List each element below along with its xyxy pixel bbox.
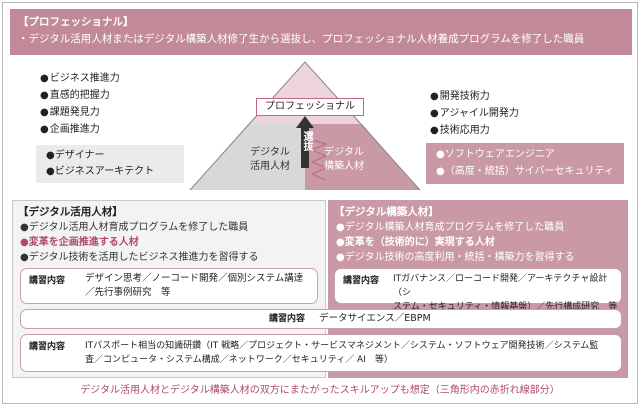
- pyramid-outline: [189, 61, 421, 191]
- footer-note: デジタル活用人材とデジタル構築人材の双方にまたがったスキルアップも想定（三角形内…: [80, 385, 560, 396]
- pyramid-left-line1: デジタル: [250, 147, 290, 158]
- left-skill-item: 直感的把握力: [40, 87, 120, 104]
- common-course-box: 講習内容 ITパスポート相当の知識研鑽（IT 戦略／プロジェクト・サービスマネジ…: [20, 334, 622, 372]
- selection-arrow: [296, 116, 314, 168]
- common-course-text: ITパスポート相当の知識研鑽（IT 戦略／プロジェクト・サービスマネジメント／シ…: [85, 339, 598, 367]
- right-panel-item: デジタル構築人材育成プログラムを修了した職員: [336, 220, 575, 235]
- professional-desc: ・デジタル活用人材またはデジタル構築人材修了生から選抜し、プロフェッショナル人材…: [18, 33, 585, 45]
- left-role-box: デザイナー ビジネスアーキテクト: [36, 145, 184, 183]
- left-course-text: デザイン思考／ノーコード開発／個別システム講達 ／先行事例研究 等: [85, 272, 303, 300]
- pyramid-top-label: プロフェッショナル: [256, 98, 364, 116]
- right-panel-item: デジタル技術の高度利用・統括・構築力を習得する: [336, 250, 575, 265]
- shared-course-text: データサイエンス／EBPM: [319, 313, 431, 324]
- left-skill-item: 企画推進力: [40, 121, 120, 138]
- course-tag: 講習内容: [269, 314, 306, 324]
- left-panel-item: デジタル活用人材育成プログラムを修了した職員: [20, 220, 259, 235]
- left-skill-item: 課題発見力: [40, 104, 120, 121]
- professional-title: 【プロフェッショナル】: [18, 16, 134, 28]
- crossover-zigzag: [310, 139, 328, 181]
- pyramid-left-line2: 活用人材: [250, 161, 290, 172]
- left-panel-item: デジタル技術を活用したビジネス推進力を習得する: [20, 250, 259, 265]
- course-tag: 講習内容: [343, 276, 380, 286]
- left-skill-list: ビジネス推進力 直感的把握力 課題発見力 企画推進力: [40, 70, 120, 138]
- pyramid-right-base: [305, 124, 420, 190]
- left-role-item: ビジネスアーキテクト: [46, 164, 174, 180]
- right-skill-item: 技術応用力: [430, 122, 519, 139]
- right-course-text: ITガバナンス／ローコード開発／アーキテクチャ設計（シ ステム・セキュリティ・情…: [393, 272, 621, 314]
- pyramid-right-line2: 構築人材: [324, 161, 364, 172]
- right-skill-list: 開発技術力 アジャイル開発力 技術応用力: [430, 88, 519, 139]
- pyramid-left-text: デジタル 活用人材: [244, 146, 296, 174]
- left-panel-heading: 【デジタル活用人材】: [18, 206, 123, 218]
- shared-course-box: 講習内容 データサイエンス／EBPM: [20, 309, 622, 329]
- left-course-box: 講習内容 デザイン思考／ノーコード開発／個別システム講達 ／先行事例研究 等: [20, 268, 318, 304]
- right-panel-item-highlight: 変革を（技術的に）実現する人材: [336, 235, 575, 250]
- right-role-box: ソフトウェアエンジニア （高度・統括）サイバーセキュリティ: [426, 143, 624, 184]
- pyramid-right-line1: デジタル: [324, 147, 364, 158]
- course-tag: 講習内容: [29, 276, 66, 286]
- left-panel-items: デジタル活用人材育成プログラムを修了した職員 変革を企画推進する人材 デジタル技…: [20, 220, 259, 265]
- left-role-item: デザイナー: [46, 148, 174, 164]
- pyramid-left-base: [190, 124, 305, 190]
- right-course-box: 講習内容 ITガバナンス／ローコード開発／アーキテクチャ設計（シ ステム・セキュ…: [334, 268, 622, 312]
- course-tag: 講習内容: [29, 342, 66, 352]
- pyramid-right-text: デジタル 構築人材: [318, 146, 370, 174]
- senbatsu-label: 選抜: [301, 131, 312, 151]
- right-course-line: ステム・セキュリティ・情報基盤）／先行構成研究 等: [393, 302, 618, 312]
- right-skill-item: 開発技術力: [430, 88, 519, 105]
- right-panel-heading: 【デジタル構築人材】: [334, 206, 439, 218]
- right-skill-item: アジャイル開発力: [430, 105, 519, 122]
- common-course-line: 査／コンピュータ・システム構成／ネットワーク／セキュリティ／ AI 等）: [85, 355, 393, 365]
- right-role-item: ソフトウェアエンジニア: [436, 146, 614, 163]
- left-panel-item-highlight: 変革を企画推進する人材: [20, 235, 259, 250]
- right-course-line: ITガバナンス／ローコード開発／アーキテクチャ設計（シ: [393, 274, 608, 298]
- right-panel-items: デジタル構築人材育成プログラムを修了した職員 変革を（技術的に）実現する人材 デ…: [336, 220, 575, 265]
- professional-banner: 【プロフェッショナル】 ・デジタル活用人材またはデジタル構築人材修了生から選抜し…: [10, 9, 632, 55]
- left-skill-item: ビジネス推進力: [40, 70, 120, 87]
- right-role-item: （高度・統括）サイバーセキュリティ: [436, 163, 614, 180]
- left-course-line: デザイン思考／ノーコード開発／個別システム講達: [85, 273, 304, 284]
- left-course-line: ／先行事例研究 等: [85, 287, 171, 298]
- common-course-line: ITパスポート相当の知識研鑽（IT 戦略／プロジェクト・サービスマネジメント／シ…: [85, 341, 599, 351]
